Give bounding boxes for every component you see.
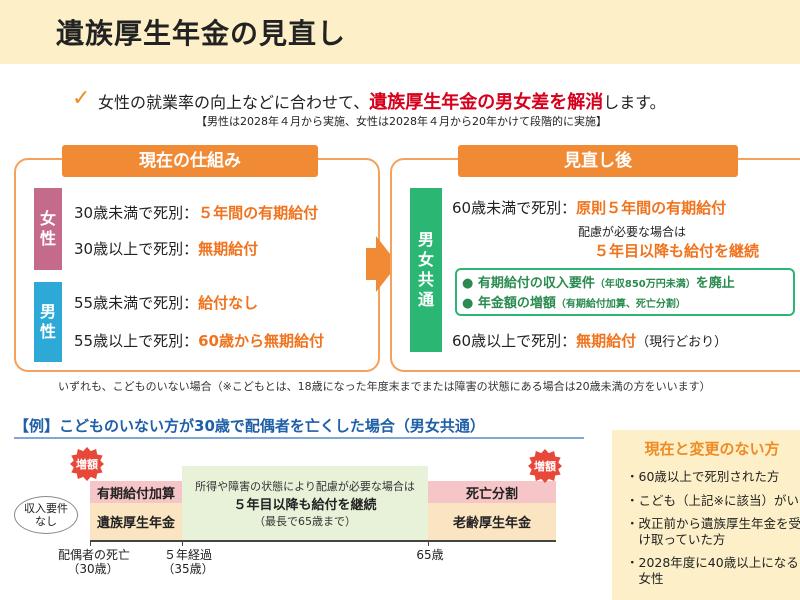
male-tag-char: 男: [39, 302, 56, 321]
intro-highlight: 遺族厚生年金の男女差を解消: [369, 92, 604, 113]
axis-label-line: （30歳）: [67, 562, 119, 576]
continued-benefit-condition: 所得や障害の状態により配慮が必要な場合は: [195, 479, 415, 493]
common-tag-char: 共: [417, 270, 434, 289]
row-label: 55歳未満で死別：: [74, 294, 199, 312]
improvement-small: （有期給付加算、死亡分割）: [555, 299, 686, 310]
old-age-pension-bar: 老齢厚生年金: [428, 503, 556, 540]
current-system-panel: [14, 158, 380, 372]
row-label: 30歳未満で死別：: [74, 204, 199, 222]
row-label: 55歳以上で死別：: [74, 332, 199, 350]
improvement-main: 年金額の増額: [477, 296, 556, 311]
continued-benefit-bar: 所得や障害の状態により配慮が必要な場合は ５年目以降も給付を継続 （最長で65歳…: [182, 466, 428, 540]
bullet: ●: [462, 296, 474, 311]
intro-text: 女性の就業率の向上などに合わせて、遺族厚生年金の男女差を解消します。: [98, 88, 666, 114]
care-subtext: 配慮が必要な場合は: [578, 225, 687, 239]
male-row: 55歳未満で死別：給付なし: [74, 292, 258, 313]
improvement-item: ● 年金額の増額（有期給付加算、死亡分割）: [462, 292, 686, 311]
female-tag: 女 性: [34, 188, 62, 270]
continued-benefit-note: （最長で65歳まで）: [254, 514, 356, 528]
timeline-tick: [428, 540, 429, 546]
death-split-bar: 死亡分割: [428, 481, 556, 503]
intro-post: します。: [603, 93, 666, 112]
female-row: 30歳未満で死別：５年間の有期給付: [74, 202, 318, 223]
fixed-term-addition-bar: 有期給付加算: [90, 481, 182, 503]
row-value: ５年間の有期給付: [198, 204, 319, 222]
bubble-line: 収入要件: [24, 502, 68, 515]
no-change-item: け取っていた方: [626, 532, 726, 547]
male-tag-char: 性: [39, 322, 56, 341]
row-value: 60歳から無期給付: [198, 332, 324, 350]
footnote: いずれも、こどものいない場合（※こどもとは、18歳になった年度末までまたは障害の…: [58, 380, 711, 393]
page-title: 遺族厚生年金の見直し: [56, 17, 347, 50]
continued-benefit-text: ５年目以降も給付を継続: [233, 497, 377, 513]
row-label: 30歳以上で死別：: [74, 240, 199, 258]
common-tag: 男 女 共 通: [410, 188, 442, 352]
title-bar: [0, 0, 800, 64]
timeline-label-65: 65歳: [416, 548, 444, 562]
row-value: 無期給付: [198, 240, 259, 258]
intro-pre: 女性の就業率の向上などに合わせて、: [98, 93, 370, 112]
no-change-item: 女性: [626, 571, 664, 586]
female-tag-char: 女: [39, 209, 56, 228]
check-icon: ✓: [72, 86, 91, 111]
no-change-item: ・こども（上記※に該当）がいる方: [626, 493, 800, 508]
common-tag-char: 通: [417, 290, 434, 309]
increase-badge: 増額: [528, 449, 562, 483]
male-tag: 男 性: [34, 282, 62, 362]
row-value: 給付なし: [198, 294, 259, 312]
no-change-item: ・60歳以上で死別された方: [626, 469, 780, 484]
axis-label-line: ５年経過: [163, 548, 212, 562]
female-row: 30歳以上で死別：無期給付: [74, 238, 258, 259]
male-row: 55歳以上で死別：60歳から無期給付: [74, 330, 324, 351]
no-income-requirement-bubble: 収入要件 なし: [14, 496, 78, 534]
row-suffix: （現行どおり）: [636, 335, 728, 350]
timeline-tick: [182, 540, 183, 546]
care-value: ５年目以降も給付を継続: [594, 242, 760, 260]
increase-badge: 増額: [70, 447, 104, 481]
improvement-tail: を廃止: [695, 276, 735, 291]
row-value: 原則５年間の有期給付: [576, 199, 727, 217]
timeline-label-death: 配偶者の死亡 （30歳）: [58, 548, 131, 576]
axis-label-line: 配偶者の死亡: [58, 548, 131, 562]
no-change-item: ・改正前から遺族厚生年金を受: [626, 516, 800, 531]
row-label: 60歳未満で死別：: [452, 199, 577, 217]
improvement-item: ● 有期給付の収入要件（年収850万円未満）を廃止: [462, 272, 735, 291]
bubble-line: なし: [35, 515, 57, 528]
no-change-title: 現在と変更のない方: [644, 440, 780, 458]
timeline-axis: [90, 540, 556, 542]
improvement-small: （年収850万円未満）: [594, 279, 696, 290]
revised-row: 60歳以上で死別：無期給付（現行どおり）: [452, 330, 727, 351]
axis-label-line: （35歳）: [162, 562, 214, 576]
revised-row: 60歳未満で死別：原則５年間の有期給付: [452, 197, 726, 218]
no-change-box: [612, 430, 800, 600]
common-tag-char: 男: [417, 230, 434, 249]
row-label: 60歳以上で死別：: [452, 332, 577, 350]
common-tag-char: 女: [417, 250, 434, 269]
current-system-header: 現在の仕組み: [62, 145, 318, 177]
row-value: 無期給付: [576, 332, 637, 350]
survivor-pension-bar: 遺族厚生年金: [90, 503, 182, 540]
revised-system-header: 見直し後: [458, 145, 738, 177]
implementation-note: 【男性は2028年４月から実施、女性は2028年４月から20年かけて段階的に実施…: [196, 115, 607, 128]
divider: [14, 437, 584, 439]
improvement-main: 有期給付の収入要件: [477, 276, 595, 291]
example-title: 【例】こどものいない方が30歳で配偶者を亡くした場合（男女共通）: [14, 417, 485, 435]
timeline-tick: [90, 540, 91, 546]
timeline-label-5years: ５年経過 （35歳）: [158, 548, 218, 576]
improvements-box: [455, 268, 795, 316]
female-tag-char: 性: [39, 229, 56, 248]
no-change-item: ・2028年度に40歳以上になる: [626, 555, 799, 570]
bullet: ●: [462, 276, 474, 291]
